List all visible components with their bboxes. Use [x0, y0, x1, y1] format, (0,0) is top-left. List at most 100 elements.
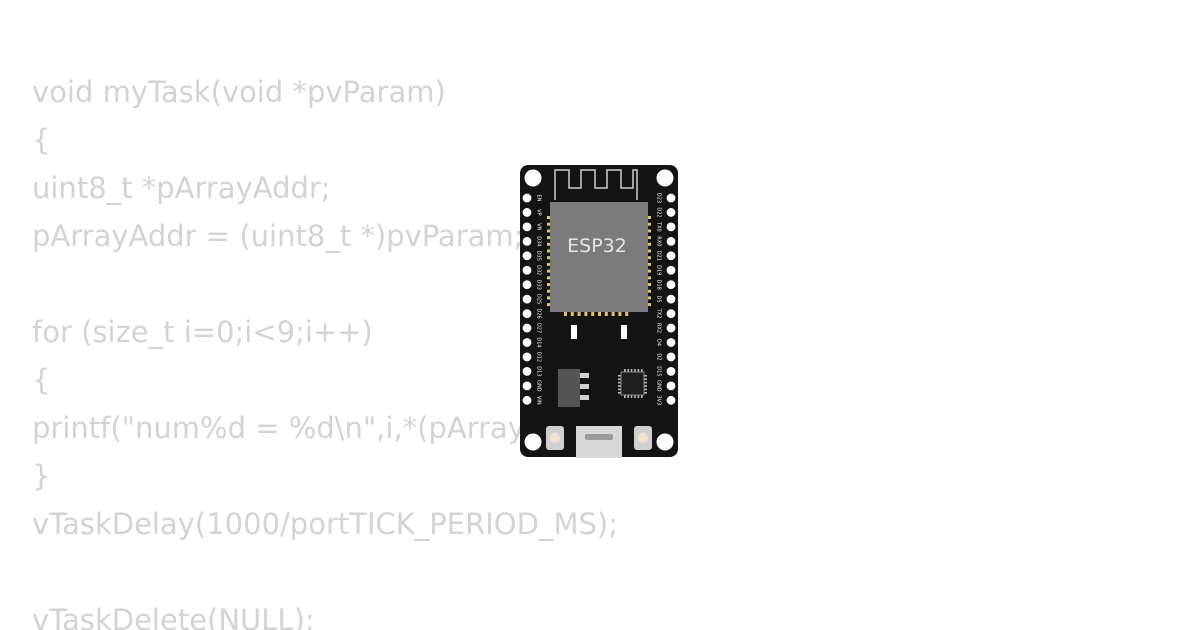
header-pin-vn[interactable] [522, 222, 532, 232]
module-castellation [625, 311, 629, 316]
header-pin-d4[interactable] [666, 338, 676, 347]
module-castellation [547, 269, 551, 273]
module-castellation [547, 289, 551, 293]
chip-lead [618, 381, 622, 384]
chip-lead [641, 394, 643, 398]
header-pin-3v3[interactable] [666, 395, 676, 405]
usb-uart-chip [620, 371, 645, 396]
code-line-2: { [32, 123, 51, 157]
micro-usb-connector[interactable] [576, 426, 622, 458]
esp32-board-graphic: ESP32 ENVPVND34D35D32D33D25D26D27D14D12D… [520, 165, 678, 458]
header-pin-d2[interactable] [666, 352, 676, 362]
module-castellation [647, 249, 651, 253]
regulator-lead-3 [580, 395, 589, 400]
header-pin-d14[interactable] [522, 338, 532, 347]
header-pin-d22[interactable] [666, 208, 676, 217]
module-castellation [547, 236, 551, 240]
header-pin-rx2[interactable] [666, 323, 676, 333]
header-pin-d13[interactable] [522, 367, 532, 376]
pin-label: D4 [656, 339, 662, 346]
chip-lead [618, 378, 622, 380]
pin-label: RX2 [656, 323, 662, 333]
header-pin-d18[interactable] [666, 280, 676, 290]
header-pin-d25[interactable] [522, 294, 532, 304]
chip-lead [618, 375, 622, 377]
boot-button[interactable] [638, 433, 648, 443]
header-pin-gnd[interactable] [522, 381, 532, 391]
module-castellation [547, 262, 551, 266]
header-pin-d34[interactable] [522, 236, 532, 246]
chip-lead [643, 375, 647, 377]
chip-lead [627, 369, 629, 373]
module-castellation [547, 229, 551, 233]
module-castellation [647, 269, 651, 273]
module-castellation [647, 256, 651, 260]
header-pin-d27[interactable] [522, 323, 532, 333]
module-castellation [647, 229, 651, 233]
pin-label: D12 [536, 352, 542, 362]
pin-label: D25 [536, 294, 542, 304]
header-pin-en[interactable] [522, 193, 532, 203]
module-castellation [547, 303, 551, 307]
chip-lead [637, 369, 640, 373]
pin-label: D26 [536, 308, 542, 318]
header-pin-d35[interactable] [522, 251, 532, 261]
module-castellation [570, 311, 574, 316]
header-pin-d23[interactable] [666, 193, 676, 203]
pin-label: TX0 [656, 221, 662, 232]
header-pin-d15[interactable] [666, 367, 676, 376]
module-castellation [547, 216, 551, 219]
smd-pad-left [571, 325, 577, 339]
header-pin-rx0[interactable] [666, 236, 676, 246]
pin-label: D13 [536, 366, 542, 376]
module-castellation [647, 283, 651, 286]
chip-lead [630, 394, 633, 398]
header-pin-d32[interactable] [522, 265, 532, 275]
module-castellation [647, 216, 651, 219]
pin-label: D18 [656, 280, 662, 290]
header-pin-vin[interactable] [522, 395, 532, 405]
chip-lead [624, 394, 626, 398]
reset-button[interactable] [550, 433, 560, 443]
module-castellation [647, 222, 651, 226]
header-pin-tx0[interactable] [666, 222, 676, 232]
chip-lead [643, 388, 647, 391]
header-pin-d33[interactable] [522, 280, 532, 290]
code-line-12: vTaskDelete(NULL); [32, 603, 315, 630]
module-castellation [604, 311, 608, 316]
module-pins-left [547, 216, 551, 307]
header-pin-d21[interactable] [666, 251, 676, 261]
module-pins-right [647, 216, 651, 307]
pin-label: VIN [536, 396, 542, 405]
chip-lead [618, 388, 622, 391]
pin-label: D5 [656, 296, 662, 303]
module-castellation [547, 276, 551, 280]
header-pin-d19[interactable] [666, 265, 676, 275]
pin-label: TX2 [656, 308, 662, 319]
header-pin-d12[interactable] [522, 352, 532, 362]
code-line-1: void myTask(void *pvParam) [32, 75, 446, 109]
header-pin-vp[interactable] [522, 208, 532, 217]
voltage-regulator [558, 369, 580, 407]
pin-label: D21 [656, 251, 662, 261]
pin-label: D14 [536, 337, 542, 347]
module-castellation [547, 249, 551, 253]
pin-label: EN [536, 195, 542, 202]
regulator-lead-1 [580, 373, 589, 378]
mounting-hole-top-right [656, 169, 674, 187]
micro-usb-port-slot [585, 434, 613, 440]
chip-lead [634, 369, 636, 373]
header-pin-gnd[interactable] [666, 381, 676, 391]
module-castellation [547, 242, 551, 246]
header-pin-tx2[interactable] [666, 309, 676, 318]
header-pin-d26[interactable] [522, 309, 532, 318]
module-castellation [647, 303, 651, 307]
right-pin-header: D23D22TX0RX0D21D19D18D5TX2RX2D4D2D15GND3… [656, 193, 676, 405]
module-castellation [547, 222, 551, 226]
header-pin-d5[interactable] [666, 294, 676, 304]
chip-lead [630, 369, 633, 373]
antenna-trace [554, 169, 638, 200]
mounting-hole-bottom-left [524, 433, 542, 451]
